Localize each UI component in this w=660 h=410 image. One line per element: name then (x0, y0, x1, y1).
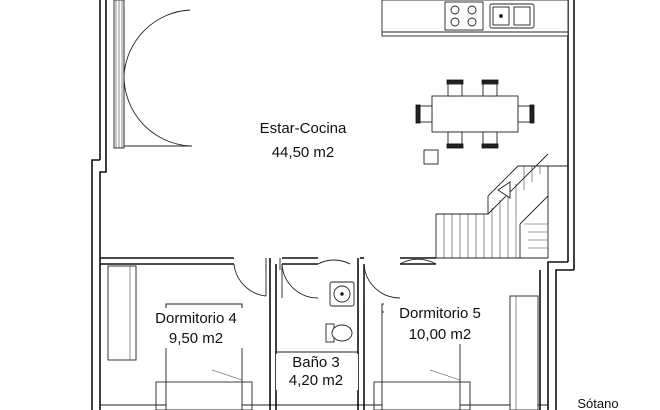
bath-fixtures (276, 281, 358, 353)
bano3-name: Baño 3 (292, 354, 340, 371)
dining-table (415, 79, 535, 165)
entrance-double-door (113, 0, 192, 149)
dorm4-name: Dormitorio 4 (155, 310, 237, 327)
staircase (435, 153, 568, 259)
estar-area: 44,50 m2 (272, 144, 335, 161)
dorm5-name: Dormitorio 5 (399, 305, 481, 322)
estar-name: Estar-Cocina (260, 120, 347, 137)
dorm4-area: 9,50 m2 (169, 330, 223, 347)
dorm5-area: 10,00 m2 (409, 326, 472, 343)
outer-walls (91, 0, 575, 410)
room-labels: Estar-Cocina 44,50 m2 Dormitorio 4 9,50 … (140, 120, 619, 410)
bano3-area: 4,20 m2 (289, 372, 343, 389)
interior-doors (233, 258, 437, 299)
kitchen-counter (381, 0, 569, 37)
sotano-label: Sótano (577, 396, 618, 410)
